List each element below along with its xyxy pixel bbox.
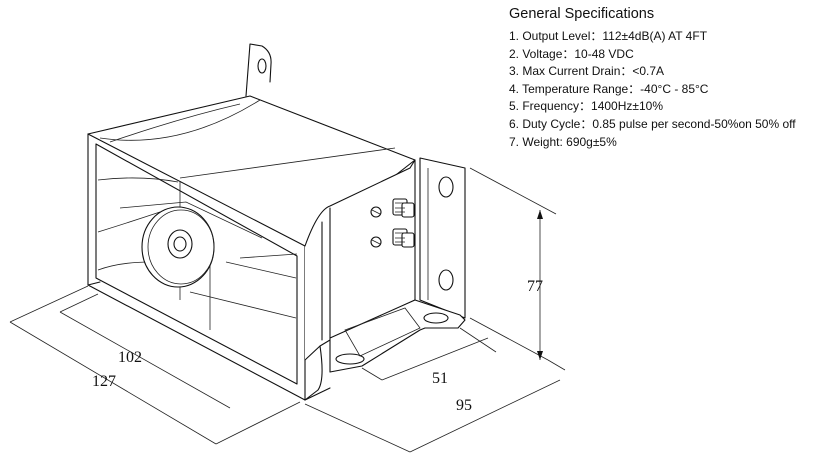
specifications-title: General Specifications	[509, 6, 655, 22]
terminal-top	[370, 198, 415, 218]
spec-voltage: 2. Voltage：10-48 VDC	[509, 46, 634, 61]
dim-outer-width-label: 127	[92, 373, 116, 390]
driver-disc	[141, 206, 215, 288]
mounting-bracket	[304, 157, 466, 401]
spec-max-current: 3. Max Current Drain：<0.7A	[509, 64, 665, 79]
spec-output-level: 1. Output Level：112±4dB(A) AT 4FT	[509, 29, 708, 43]
dim-overall-depth-label: 95	[456, 397, 472, 414]
dimension-lines	[9, 167, 566, 453]
dim-height-label: 77	[527, 278, 543, 295]
rear-mounting-ear	[245, 43, 272, 97]
specifications-panel: General Specifications 1. Output Level：1…	[509, 6, 817, 151]
terminal-bottom	[370, 228, 415, 248]
spec-duty-cycle: 6. Duty Cycle：0.85 pulse per second-50%o…	[509, 116, 796, 131]
spec-frequency: 5. Frequency：1400Hz±10%	[509, 99, 664, 114]
specifications-list: 1. Output Level：112±4dB(A) AT 4FT 2. Vol…	[509, 28, 817, 151]
dim-inner-width-label: 102	[118, 349, 142, 366]
spec-weight: 7. Weight: 690g±5%	[509, 134, 617, 149]
dim-mount-depth-label: 51	[432, 370, 448, 387]
spec-temperature-range: 4. Temperature Range：-40°C - 85°C	[509, 81, 709, 96]
horn-body	[87, 95, 416, 401]
